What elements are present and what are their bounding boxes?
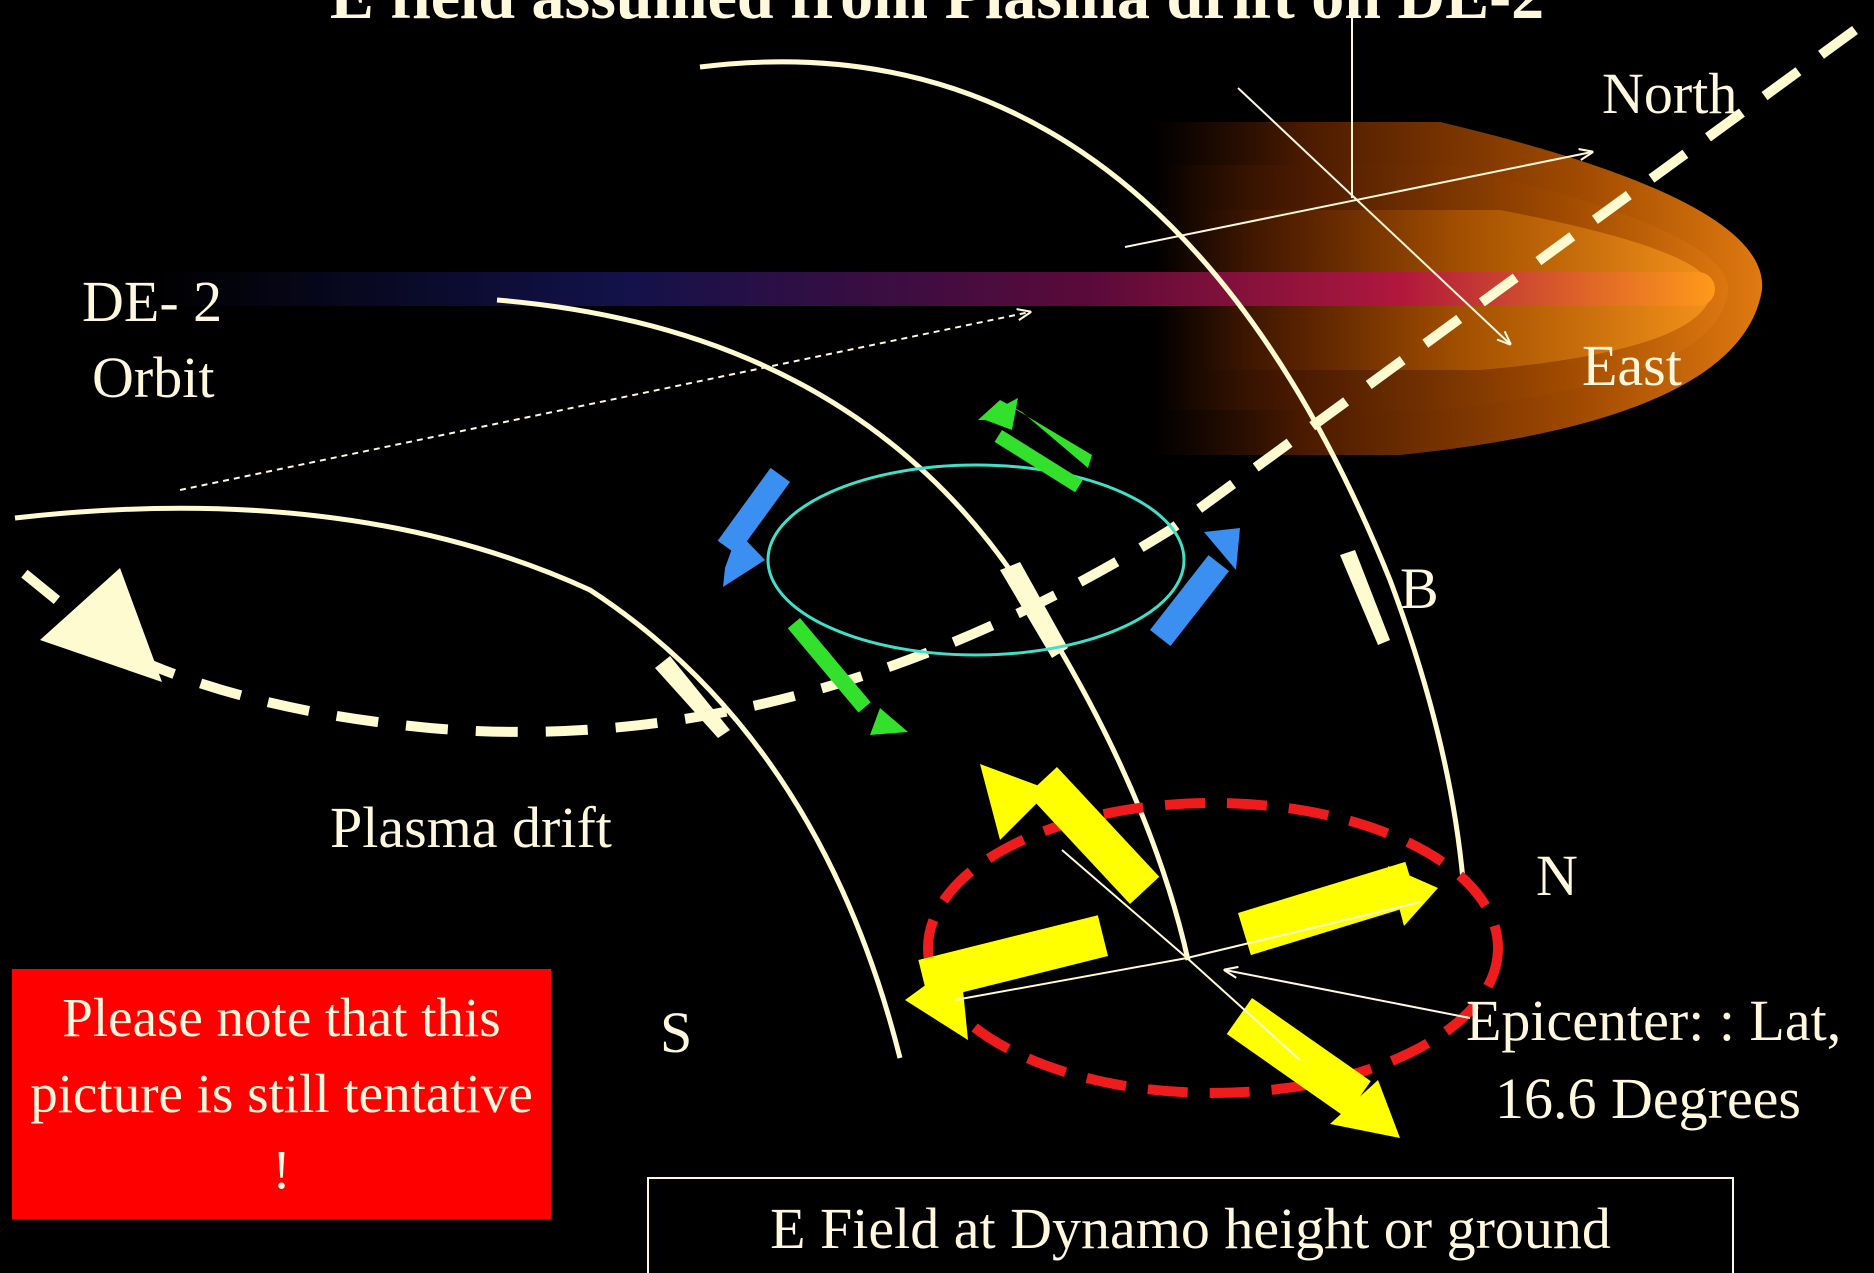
coordinate-axes	[1124, 0, 1592, 344]
efield-arrow-w-head	[905, 960, 968, 1040]
efield-arrow-nw-shaft	[1027, 767, 1160, 904]
blue-arrow-left-head	[723, 532, 765, 587]
satellite-track-arrowhead	[40, 568, 162, 682]
label-east: East	[1582, 333, 1682, 398]
efield-arrow-w-shaft	[918, 915, 1109, 1001]
label-north: North	[1602, 61, 1737, 126]
plasma-drift-ring	[766, 463, 1186, 657]
blue-arrow-right-shaft	[1150, 555, 1229, 647]
label-plasma-drift: Plasma drift	[330, 795, 612, 860]
green-arrow-lower-shaft	[787, 618, 871, 713]
label-epicenter-line1: Epicenter: : Lat,	[1466, 988, 1841, 1053]
green-arrow-lower-head	[870, 708, 908, 735]
epicenter-ring	[923, 798, 1503, 1098]
blue-drift-arrows	[717, 467, 1240, 647]
diagram-labels: DE- 2 Orbit North East B N S Plasma drif…	[82, 61, 1841, 1131]
page-title: E field assumed from Plasma drift on DE-…	[330, 0, 1544, 33]
efield-arrow-e-head	[1388, 866, 1438, 926]
east-axis	[1237, 87, 1510, 344]
blue-arrow-right-head	[1204, 528, 1240, 570]
epicenter-pointer	[1225, 970, 1471, 1019]
field-direction-markers	[655, 550, 1390, 738]
tentative-note: Please note that this picture is still t…	[12, 969, 551, 1219]
field-line-inner	[14, 505, 903, 1059]
green-drift-arrows	[787, 398, 1092, 735]
tentative-note-text: Please note that this picture is still t…	[30, 987, 533, 1200]
green-arrow-upper-head	[980, 398, 1018, 430]
plasma-drift-direction-line	[179, 312, 1030, 491]
label-epicenter-line2: 16.6 Degrees	[1495, 1066, 1801, 1131]
label-b-field: B	[1400, 556, 1439, 621]
field-line-middle	[496, 297, 1191, 961]
label-north-pole: N	[1536, 843, 1578, 908]
efield-axes	[954, 849, 1421, 1061]
efield-caption-text: E Field at Dynamo height or ground	[770, 1196, 1611, 1261]
green-arrow-upper-shaft	[994, 429, 1083, 493]
field-line-outer	[699, 59, 1466, 881]
field-lines	[14, 59, 1466, 1059]
green-arrow-upper	[978, 400, 1092, 468]
label-south-pole: S	[660, 1000, 692, 1065]
blue-arrow-left-shaft	[717, 467, 790, 555]
efield-caption-box: E Field at Dynamo height or ground	[647, 1177, 1734, 1273]
label-orbit-line2: Orbit	[92, 345, 214, 410]
satellite-track	[16, 25, 1858, 737]
orbit-tube	[150, 272, 1715, 306]
efield-arrow-se-head	[1330, 1080, 1400, 1138]
efield-arrow-nw-head	[980, 764, 1050, 840]
north-axis	[1124, 152, 1592, 248]
efield-arrow-e-shaft	[1238, 861, 1419, 956]
label-orbit-line1: DE- 2	[82, 269, 222, 334]
